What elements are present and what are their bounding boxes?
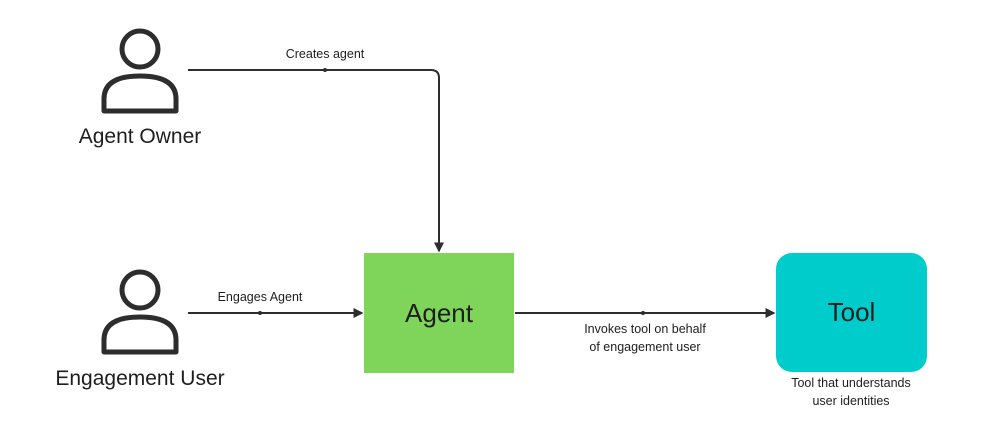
- engagement-user-label: Engagement User: [55, 367, 225, 390]
- invokes-tool-label: Invokes tool on behalf of engagement use…: [555, 320, 735, 356]
- invokes-tool-midpoint: [641, 311, 645, 315]
- agent-owner-label: Agent Owner: [78, 125, 202, 148]
- tool-caption: Tool that understands user identities: [756, 374, 946, 410]
- agent-owner-person-icon[interactable]: [100, 27, 180, 115]
- agent-node[interactable]: Agent: [364, 253, 514, 373]
- creates-agent-midpoint: [323, 68, 327, 72]
- agent-node-label: Agent: [405, 297, 473, 328]
- engagement-user-person-icon[interactable]: [100, 268, 180, 356]
- tool-caption-line2: user identities: [812, 394, 890, 408]
- engages-agent-midpoint: [258, 311, 262, 315]
- tool-caption-line1: Tool that understands: [791, 376, 911, 390]
- invokes-tool-label-line2: of engagement user: [589, 340, 701, 354]
- creates-agent-label: Creates agent: [285, 47, 365, 61]
- engages-agent-label: Engages Agent: [217, 290, 303, 304]
- tool-node-label: Tool: [827, 297, 876, 327]
- invokes-tool-label-line1: Invokes tool on behalf: [584, 322, 706, 336]
- tool-node[interactable]: Tool: [776, 253, 927, 372]
- creates-agent-arrow[interactable]: [188, 69, 444, 253]
